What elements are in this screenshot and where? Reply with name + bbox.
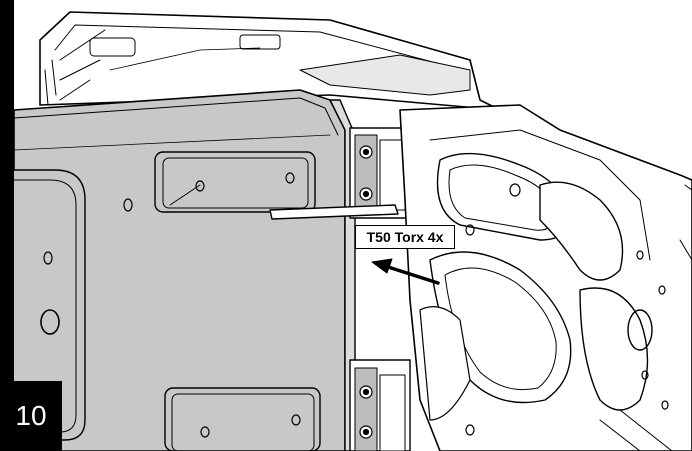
step-number-badge: 10 [0,381,62,451]
torx-callout-label: T50 Torx 4x [355,225,455,249]
left-edge-bar [0,0,14,395]
torx-driver [269,204,399,220]
main-panel [13,89,346,451]
direction-arrow-icon [371,258,440,285]
bracket-arm [399,104,692,451]
torx-screw-icon [359,145,373,439]
rear-frame [39,11,501,111]
